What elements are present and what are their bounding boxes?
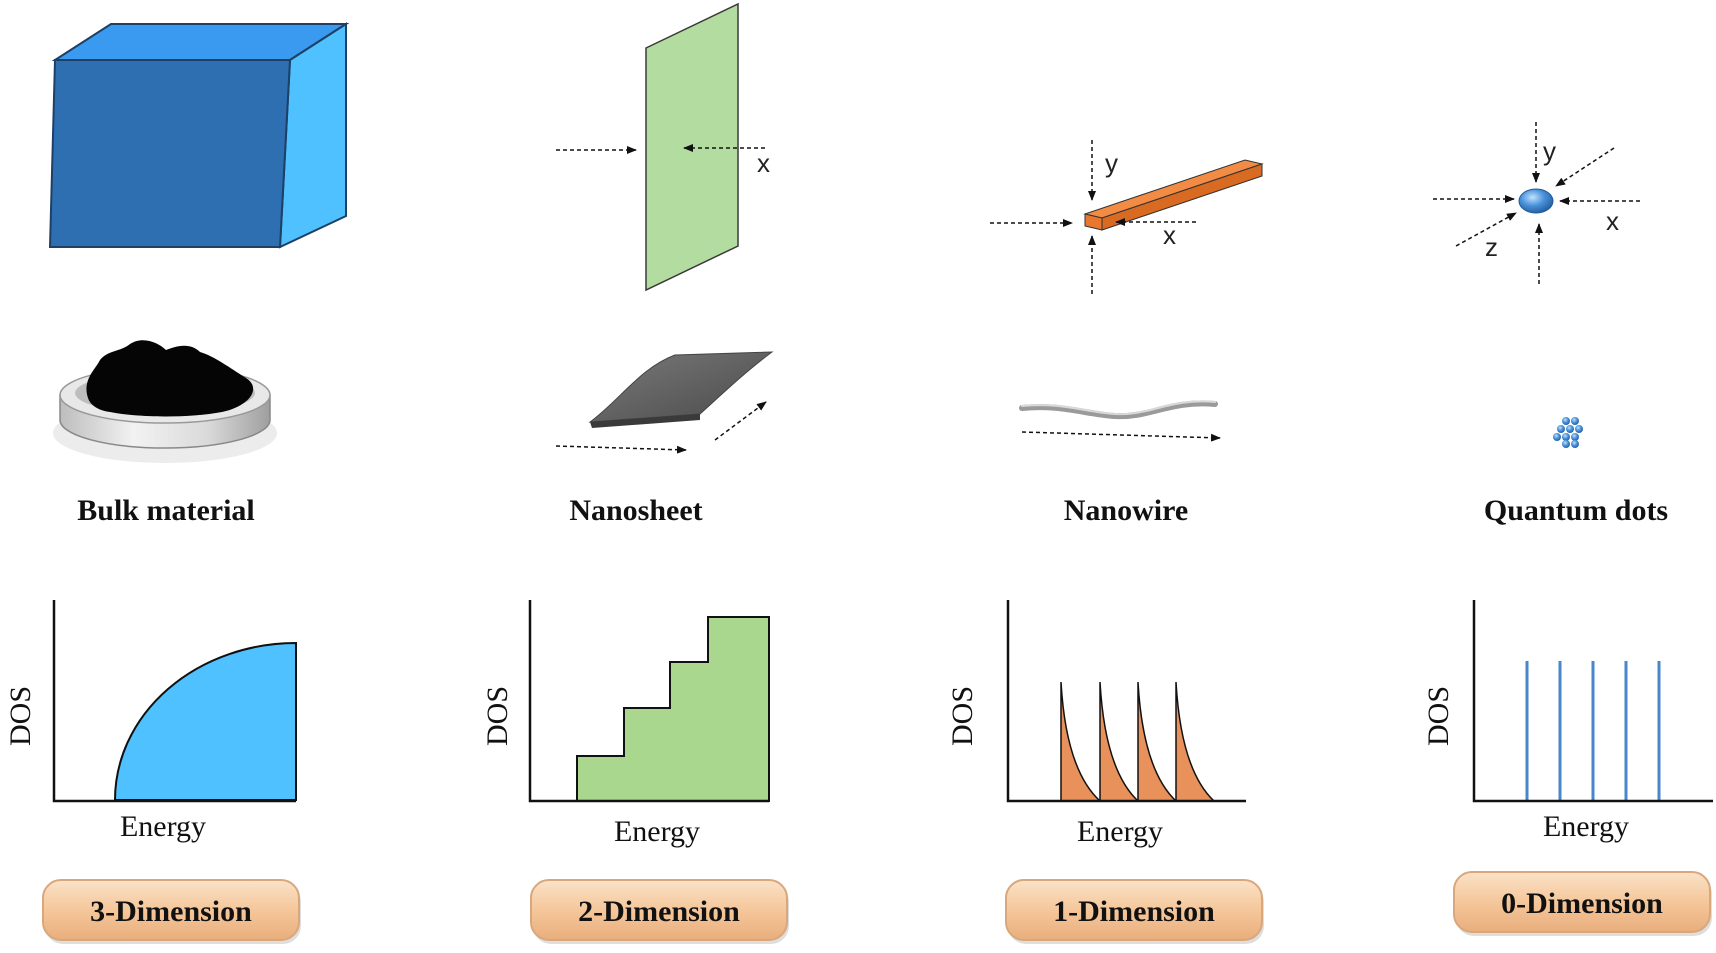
dos-spike-3 [1137, 681, 1178, 802]
quantum-dot-sphere [1518, 188, 1554, 214]
xlabel-nanosheet: Energy [614, 815, 700, 848]
ylabel-bulk: DOS [4, 686, 37, 746]
quantum-dots-cluster-illustration [1553, 417, 1583, 448]
material-label-nanowire: Nanowire [1064, 494, 1188, 527]
coord-label-wire-y: y [1105, 148, 1118, 178]
material-label-nanosheet: Nanosheet [569, 494, 702, 527]
cube-front-face [48, 59, 292, 248]
dimension-badge-3d: 3-Dimension [42, 879, 301, 944]
ylabel-quantum-dots: DOS [1422, 686, 1455, 746]
axes-quantum-dots [1472, 600, 1713, 803]
dimension-badge-1d: 1-Dimension [1005, 879, 1264, 944]
xlabel-quantum-dots: Energy [1543, 810, 1629, 843]
ylabel-nanosheet: DOS [481, 686, 514, 746]
dos-spike-4 [1175, 681, 1216, 802]
axes-bulk [52, 600, 296, 803]
xlabel-nanowire: Energy [1077, 815, 1163, 848]
material-label-bulk: Bulk material [77, 494, 255, 527]
dimension-label-0d: 0-Dimension [1501, 887, 1663, 920]
dos-chart-bulk: Energy DOS [4, 600, 297, 843]
dos-chart-quantum-dots: Energy DOS [1422, 600, 1713, 843]
panel-quantum-dots: y x z Quantum dots Energy DOS [1422, 122, 1713, 936]
dimension-label-3d: 3-Dimension [90, 895, 252, 928]
nanowire-photo-illustration [1019, 400, 1221, 442]
nanosheet-photo-illustration [555, 351, 774, 454]
panel-nanowire: y x Nanowire Energy DOS 1-Dimension [946, 140, 1264, 944]
dimension-badge-2d: 2-Dimension [530, 879, 789, 944]
dos-steps-nanosheet [576, 616, 770, 802]
dos-chart-nanowire: Energy DOS [946, 600, 1246, 848]
wire-front-face [1101, 163, 1263, 231]
nanosheet-plane-illustration: x [556, 2, 770, 292]
dos-spike-2 [1099, 681, 1140, 802]
coord-label-dot-z: z [1485, 232, 1498, 262]
xlabel-bulk: Energy [120, 810, 206, 843]
panel-bulk: Bulk material Energy DOS 3-Dimension [4, 22, 350, 944]
coord-label-dot-y: y [1543, 136, 1556, 166]
dimension-label-2d: 2-Dimension [578, 895, 740, 928]
axes-nanosheet [528, 600, 769, 803]
dos-spike-1 [1060, 681, 1102, 802]
coord-label-sheet-x: x [757, 148, 770, 178]
dos-chart-nanosheet: Energy DOS [481, 600, 770, 848]
coord-label-dot-x: x [1606, 206, 1619, 236]
coord-label-wire-x: x [1163, 220, 1176, 250]
dimension-badge-0d: 0-Dimension [1453, 871, 1712, 936]
dos-curve-bulk [113, 641, 297, 801]
powder-dish-illustration [53, 340, 277, 463]
panel-nanosheet: x Nanosheet Energy DOS 2-Dimension [481, 2, 789, 944]
dimension-label-1d: 1-Dimension [1053, 895, 1215, 928]
ylabel-nanowire: DOS [946, 686, 979, 746]
quantum-dot-illustration: y x z [1433, 122, 1640, 284]
axes-nanowire [1006, 600, 1246, 803]
sheet-plane [645, 2, 739, 292]
material-label-quantum-dots: Quantum dots [1484, 494, 1668, 527]
nanowire-rod-illustration: y x [990, 140, 1264, 294]
bulk-cube-illustration [48, 22, 350, 249]
wire-end-face [1084, 213, 1103, 231]
